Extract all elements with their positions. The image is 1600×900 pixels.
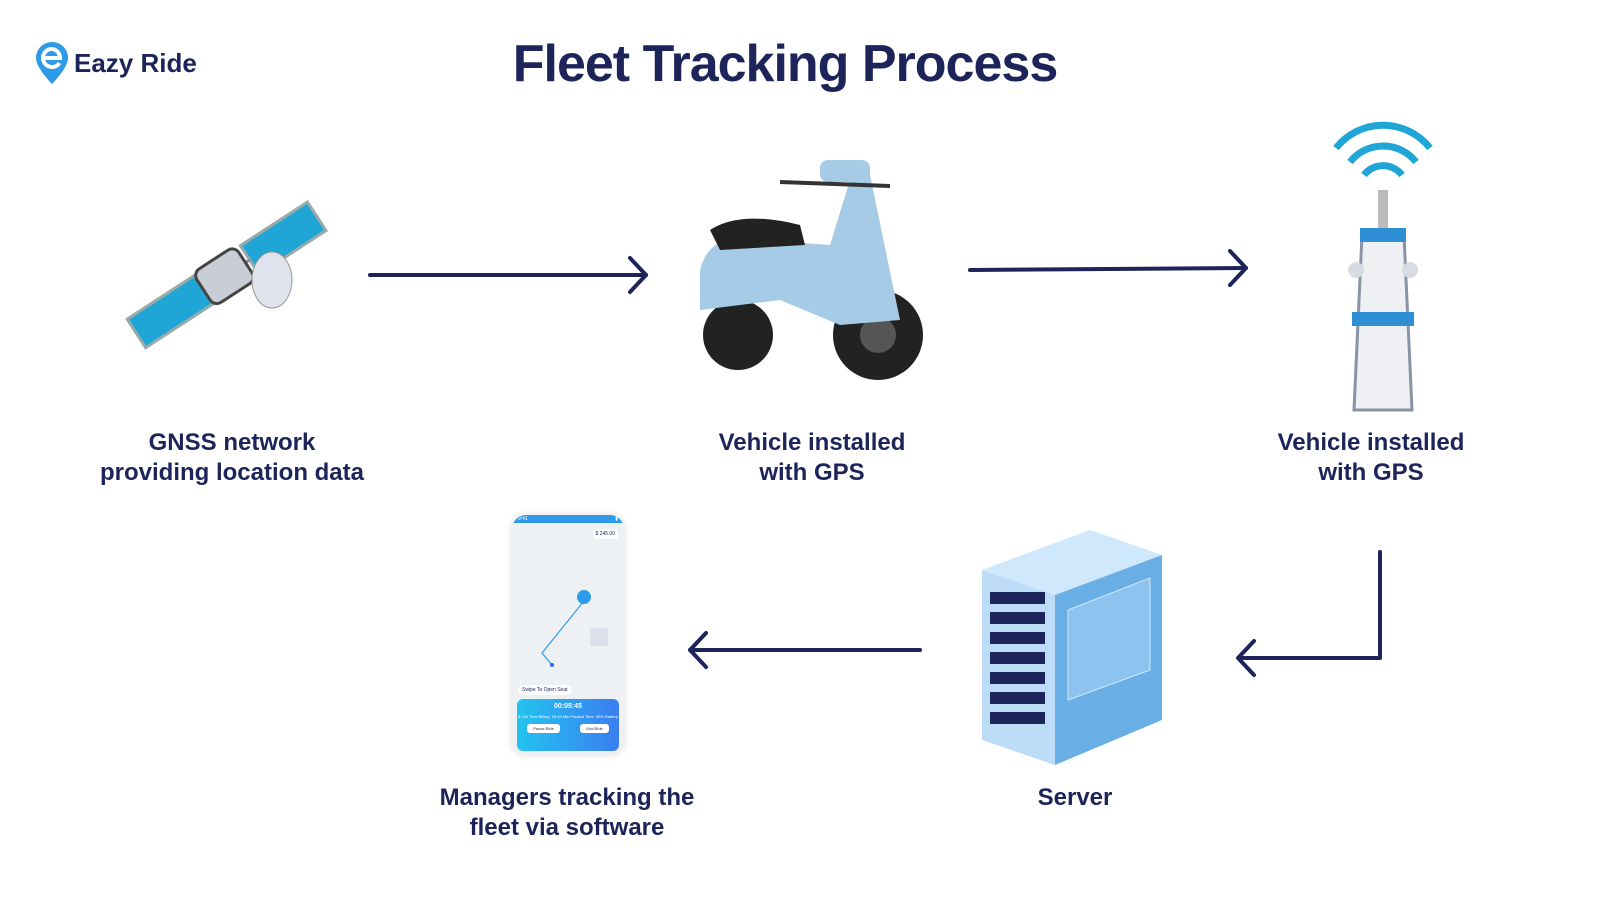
label-line: fleet via software (469, 814, 665, 841)
paused-time: 05:45 Min Paused Time (551, 714, 594, 719)
server-icon (982, 530, 1162, 765)
label-line: providing location data (99, 459, 364, 486)
cell-tower-icon (1333, 121, 1433, 412)
satellite-icon (125, 199, 329, 350)
logo-text: Eazy Ride (74, 47, 197, 78)
arrow-tower-to-server (1236, 550, 1382, 677)
label-vehicle: Vehicle installed with GPS (652, 428, 972, 488)
scooter-icon (700, 160, 923, 380)
map-route (541, 590, 608, 667)
label-line: with GPS (1318, 459, 1424, 486)
label-line: Vehicle installed (718, 429, 906, 456)
label-line: Managers tracking the (439, 784, 695, 811)
arrow-satellite-to-vehicle (368, 256, 648, 294)
label-managers: Managers tracking the fleet via software (407, 783, 727, 843)
label-server: Server (915, 783, 1235, 813)
ride-timer: 00:05:45 (553, 703, 583, 710)
label-gnss: GNSS network providing location data (72, 428, 392, 488)
arrow-vehicle-to-tower (968, 249, 1248, 287)
end-ride-button[interactable]: End Ride (580, 724, 609, 733)
phone-time: 9:41 (518, 516, 528, 522)
label-line: Server (1037, 784, 1113, 811)
label-tower: Vehicle installed with GPS (1211, 428, 1531, 488)
label-line: with GPS (759, 459, 865, 486)
total-billing: $ 150 Total Billing (518, 714, 550, 719)
logo: Eazy Ride (34, 40, 197, 86)
page-title: Fleet Tracking Process (512, 35, 1059, 93)
swipe-to-open-seat[interactable]: Swipe To Open Seat (518, 685, 572, 695)
pause-ride-button[interactable]: Pause Ride (527, 724, 560, 733)
battery: 85% Battery (596, 714, 618, 719)
location-pin-logo-icon (36, 42, 68, 84)
arrow-server-to-managers (688, 631, 922, 669)
phone-app-icon: 9:41▮ $ 245.00 Swipe To Open Seat 00:05:… (512, 515, 624, 755)
label-line: GNSS network (148, 429, 316, 456)
label-line: Vehicle installed (1277, 429, 1465, 456)
balance: $ 245.00 (592, 529, 618, 539)
